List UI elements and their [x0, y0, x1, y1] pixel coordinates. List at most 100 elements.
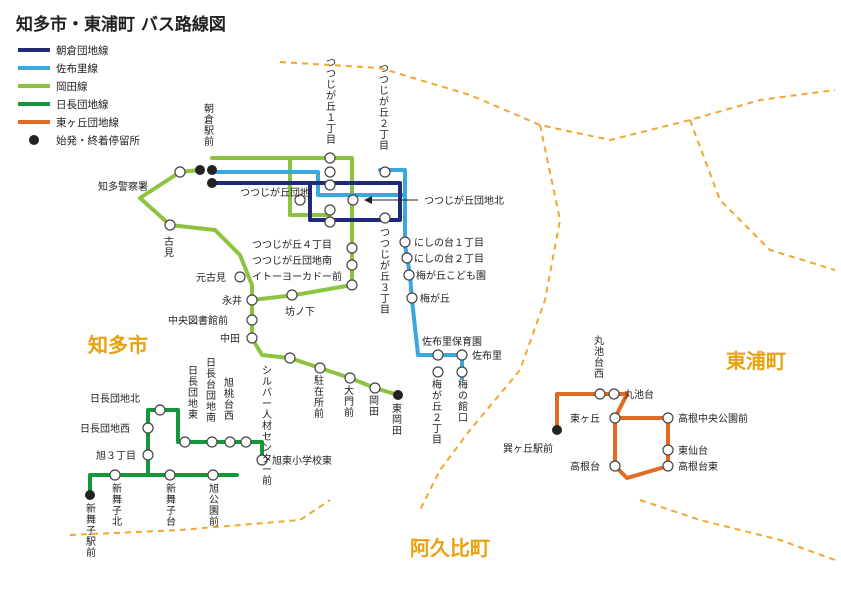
map-title: 知多市・東浦町 バス路線図 — [15, 14, 226, 35]
label-umegaoka2: 梅が丘２丁目 — [432, 378, 442, 446]
stop-chuzaisho — [314, 362, 326, 374]
boundary-north — [279, 61, 836, 142]
label-okada: 岡田 — [369, 395, 379, 418]
municipal-boundaries — [69, 61, 836, 561]
stop-tsutsuji-kita — [347, 194, 359, 206]
town-label-higashiura: 東浦町 — [726, 349, 786, 373]
boundary-east — [689, 119, 836, 271]
legend: 朝倉団地線 佐布里線 岡田線 日長団地線 東ヶ丘団地線 始発・終着停留所 — [18, 44, 140, 147]
label-tsutsuji4: つつじが丘４丁目 — [252, 238, 332, 251]
label-furumi: 古見 — [164, 235, 174, 259]
stop-hinaga-kita — [154, 404, 166, 416]
stop-umegaoka — [406, 292, 418, 304]
town-label-agui: 阿久比町 — [410, 536, 490, 560]
stop-higashigaoka — [609, 412, 621, 424]
stop-asahi-koen — [207, 469, 219, 481]
route-okada-branch — [288, 156, 332, 217]
stop-nishinodai2 — [401, 252, 413, 264]
stop-shinmaiko-dai — [164, 469, 176, 481]
stop-asahi3 — [142, 449, 154, 461]
label-asakura-eki: 朝倉駅前 — [204, 103, 214, 148]
label-fujisato: 佐布里 — [472, 350, 502, 362]
label-tsutsuji-danchi-1: つつじが丘団地 — [240, 186, 310, 199]
stop-daimon — [344, 372, 356, 384]
terminal-shinmaiko — [85, 490, 95, 500]
label-marunoike: 丸池台 — [624, 388, 654, 401]
boundary-agui-west — [69, 499, 331, 536]
stop-hinaga-higashi — [179, 436, 191, 448]
stop-umegaoka2 — [432, 366, 444, 378]
stop-boonoshita — [286, 289, 298, 301]
label-silver: シルバー人材センター前 — [262, 366, 272, 487]
label-boonoshita: 坊ノ下 — [285, 305, 315, 318]
label-shinmaiko-eki: 新舞子駅前 — [86, 502, 96, 559]
label-umegaoka-kodomo: 梅が丘こども園 — [416, 269, 486, 282]
label-motofurumi: 元古見 — [196, 271, 226, 284]
boundary-agui-east — [639, 499, 836, 561]
stop-labels: 朝倉駅前 知多警察署 古見 元古見 永井 坊ノ下 中央図書館前 中田 シルバー人… — [80, 58, 748, 559]
label-hinaga-nishi: 日長団地西 — [80, 422, 130, 435]
stop-asahi-momo-a — [224, 436, 236, 448]
stops — [85, 152, 674, 500]
label-agui-eki: 巽ヶ丘駅前 — [503, 442, 553, 455]
stop-tsutsuji1-a — [324, 152, 336, 164]
label-asahi3: 旭３丁目 — [96, 450, 136, 462]
stop-shinmaiko-kita — [109, 469, 121, 481]
label-nishinodai2: にしの台２丁目 — [414, 252, 484, 265]
label-takane: 高根台 — [570, 460, 600, 473]
pointer-arrow — [364, 196, 418, 204]
label-tsutsuji2: つつじが丘２丁目 — [379, 64, 389, 152]
stop-tsutsuji1-b — [324, 166, 336, 178]
label-higashigaoka: 東ヶ丘 — [570, 412, 600, 425]
stop-motofurumi — [234, 271, 246, 283]
label-takane-koen: 高根中央公園前 — [678, 412, 748, 425]
legend-label-higashigaoka: 東ヶ丘団地線 — [56, 116, 119, 129]
stop-nagai — [246, 294, 258, 306]
label-tsutsuji3: つつじが丘３丁目 — [380, 228, 390, 316]
label-nagai: 永井 — [222, 294, 242, 307]
label-keisatsu: 知多警察署 — [98, 180, 148, 193]
label-chuzaisho: 駐在所前 — [314, 374, 324, 420]
stop-hinaga-nishi — [142, 422, 154, 434]
stop-okada — [369, 382, 381, 394]
stop-hinaga-minami — [206, 436, 218, 448]
label-higashiokada: 東岡田 — [392, 402, 402, 437]
label-hinaga-minami: 日長台団地南 — [206, 358, 216, 424]
label-umegaoka: 梅が丘 — [420, 292, 450, 305]
stop-tsutsuji-minami-b — [324, 216, 336, 228]
stop-asahi-higashi-sho — [256, 454, 268, 466]
stop-higashisendai — [662, 444, 674, 456]
stop-tsutsuji1-c — [324, 179, 336, 191]
stop-tsutsuji-danchi — [294, 194, 306, 206]
stop-marunoike — [608, 388, 620, 400]
legend-terminal-dot — [29, 135, 39, 145]
legend-label-terminal: 始発・終着停留所 — [56, 134, 140, 147]
stop-asahi-momo-b — [240, 436, 252, 448]
stop-nakata — [246, 332, 258, 344]
stop-umenoyakata — [456, 366, 468, 378]
terminal-higashiokada — [393, 390, 403, 400]
label-umenoyakata: 梅の館口 — [458, 378, 468, 424]
stop-tsutsuji4 — [346, 242, 358, 254]
stop-toshokan — [246, 314, 258, 326]
legend-label-hinaga: 日長団地線 — [56, 98, 109, 111]
legend-label-okada: 岡田線 — [56, 80, 88, 93]
stop-tsutsuji3 — [379, 212, 391, 224]
legend-label-asakura: 朝倉団地線 — [56, 44, 109, 57]
stop-fujisato-hoiku — [432, 349, 444, 361]
stop-tsutsuji-minami — [346, 259, 358, 271]
label-nishinodai1: にしの台１丁目 — [414, 236, 484, 249]
label-tsutsuji-minami: つつじが丘団地南 — [252, 254, 332, 267]
label-takane-higashi: 高根台東 — [678, 460, 718, 473]
stop-silver — [284, 352, 296, 364]
label-toshokan: 中央図書館前 — [168, 314, 228, 327]
terminal-asakura-2 — [207, 165, 217, 175]
label-marunoike-nishi: 丸池台西 — [594, 334, 604, 380]
stop-takane-koen — [662, 412, 674, 424]
label-daimon: 大門前 — [344, 384, 354, 419]
stop-itoyokado — [346, 279, 358, 291]
stop-furumi — [164, 219, 176, 231]
stop-nishinodai1 — [399, 236, 411, 248]
legend-label-fujisato: 佐布里線 — [56, 62, 98, 75]
